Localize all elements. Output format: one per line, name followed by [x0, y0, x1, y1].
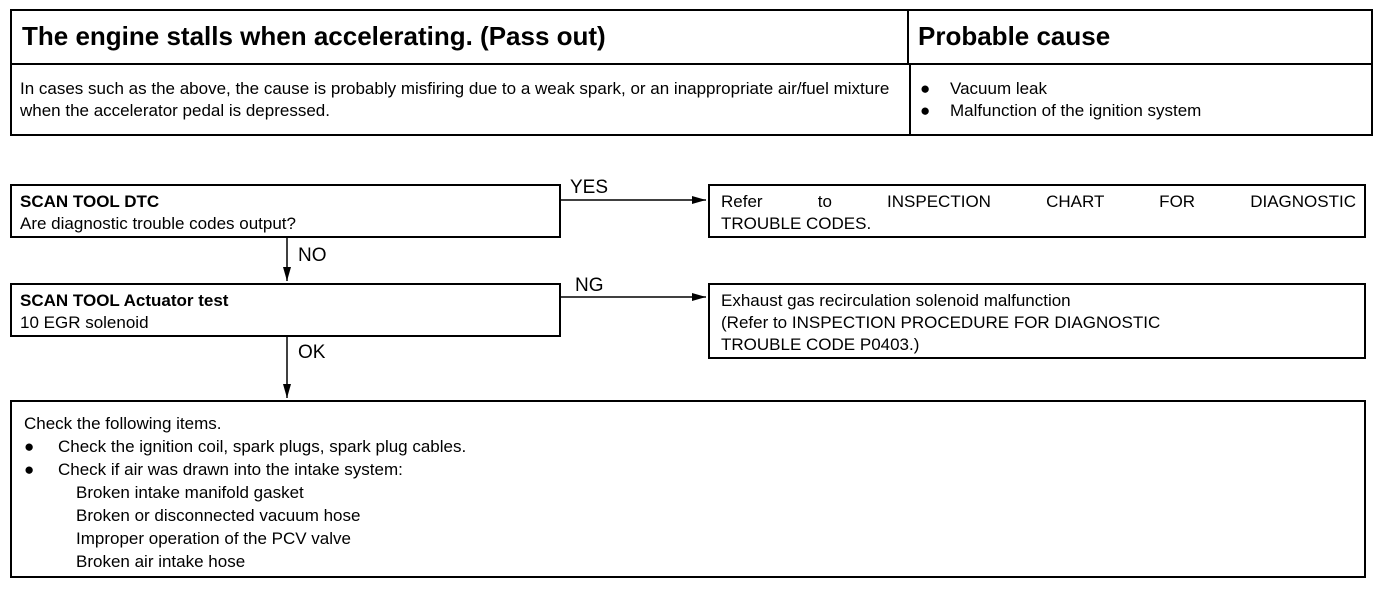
actuator-test-title: SCAN TOOL Actuator test	[20, 291, 229, 310]
yes-label: YES	[570, 177, 609, 198]
egr-result-box: Exhaust gas recirculation solenoid malfu…	[708, 283, 1366, 359]
dtc-check-box: SCAN TOOL DTC Are diagnostic trouble cod…	[10, 184, 561, 238]
check-item-text: Check if air was drawn into the intake s…	[58, 460, 403, 479]
no-label: NO	[298, 245, 327, 266]
header-divider	[10, 63, 1373, 65]
ng-label: NG	[575, 275, 604, 296]
egr-result-line: TROUBLE CODE P0403.)	[721, 335, 920, 354]
bullet-icon: ●	[920, 101, 931, 120]
dtc-check-question: Are diagnostic trouble codes output?	[20, 214, 296, 233]
check-subitem: Broken intake manifold gasket	[76, 483, 304, 502]
bullet-icon: ●	[24, 460, 35, 479]
actuator-test-box: SCAN TOOL Actuator test 10 EGR solenoid	[10, 283, 561, 337]
symptom-description: In cases such as the above, the cause is…	[20, 79, 890, 120]
check-item: ● Check if air was drawn into the intake…	[24, 458, 1352, 481]
header-table	[10, 9, 1373, 136]
probable-cause-title: Probable cause	[918, 21, 1111, 51]
final-check-intro: Check the following items.	[24, 414, 222, 433]
probable-cause-list: ● Vacuum leak ● Malfunction of the ignit…	[920, 78, 1360, 122]
check-subitem: Improper operation of the PCV valve	[76, 529, 351, 548]
dtc-check-title: SCAN TOOL DTC	[20, 192, 160, 211]
header-column-divider	[909, 63, 911, 136]
check-item: ● Check the ignition coil, spark plugs, …	[24, 435, 1352, 458]
ok-label: OK	[298, 342, 326, 363]
egr-result-line: Exhaust gas recirculation solenoid malfu…	[721, 291, 1071, 310]
check-subitem: Broken or disconnected vacuum hose	[76, 506, 361, 525]
egr-result-line: (Refer to INSPECTION PROCEDURE FOR DIAGN…	[721, 313, 1161, 332]
dtc-result-line: TROUBLE CODES.	[721, 214, 872, 233]
actuator-test-item: 10 EGR solenoid	[20, 313, 149, 332]
cause-item: ● Malfunction of the ignition system	[920, 100, 1360, 122]
bullet-icon: ●	[920, 79, 931, 98]
dtc-result-box: Refer to INSPECTION CHART FOR DIAGNOSTIC…	[708, 184, 1366, 238]
dtc-result-line: Refer to INSPECTION CHART FOR DIAGNOSTIC	[721, 192, 1356, 211]
final-check-box: Check the following items. ● Check the i…	[10, 400, 1366, 578]
cause-item: ● Vacuum leak	[920, 78, 1360, 100]
symptom-title: The engine stalls when accelerating. (Pa…	[10, 9, 909, 63]
check-subitem: Broken air intake hose	[76, 552, 246, 571]
bullet-icon: ●	[24, 437, 35, 456]
cause-text: Malfunction of the ignition system	[950, 101, 1202, 120]
check-item-text: Check the ignition coil, spark plugs, sp…	[58, 437, 467, 456]
cause-text: Vacuum leak	[950, 79, 1048, 98]
